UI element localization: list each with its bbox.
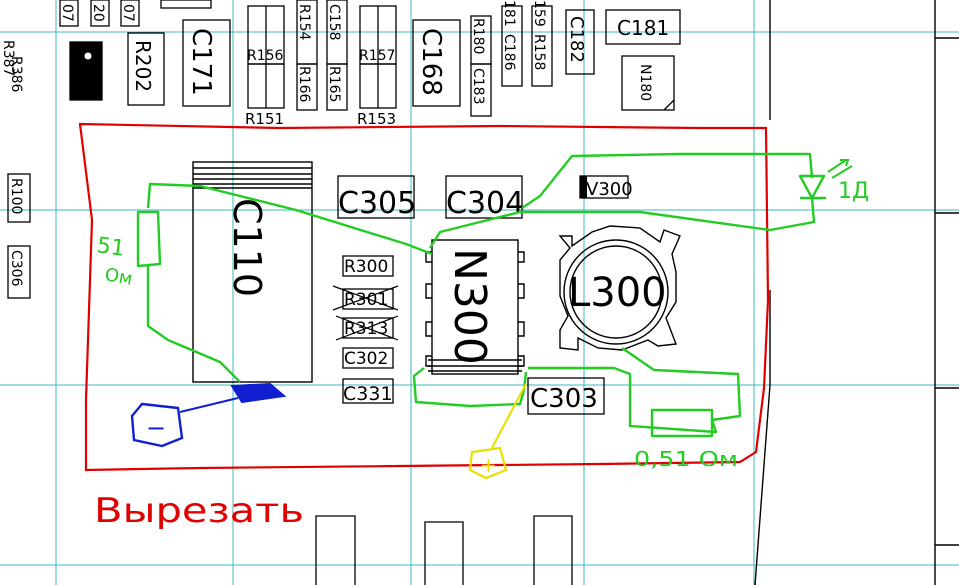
label-r154: R154 [296,4,312,41]
label-n180: N180 [637,64,653,101]
negative-lead [130,382,287,448]
green-wires [136,152,826,438]
label-c181: C181 [617,16,669,40]
label-r153: R153 [357,110,396,128]
label-r165: R165 [326,66,342,102]
label-c183: C183 [470,68,486,105]
label-c186: C186 [501,34,517,71]
label-c158: C158 [326,4,342,41]
resistor-right-value: 0,51 Ом [634,447,738,471]
label-n300: N300 [444,248,495,365]
led-arrows [827,159,853,179]
label-r180: R180 [470,18,486,54]
label-159: 159 [531,0,547,27]
label-r156: R156 [247,48,284,64]
label-c110: C110 [225,198,269,297]
label-r100: R100 [8,178,24,214]
label-r157: R157 [359,48,395,64]
label-c171: C171 [186,28,216,96]
top-labels: 07 20 07 R202 C171 R156 R154 C158 R157 C… [0,0,669,128]
cut-out-outline [78,122,770,472]
label-r386: R386 [8,56,24,93]
label-181: 181 [501,0,517,27]
crossed-out-marks [332,285,399,341]
label-c303: C303 [530,384,598,414]
positive-lead [468,383,527,480]
middle-components [337,175,629,415]
label-c305: C305 [338,186,416,221]
bottom-pads [315,515,573,585]
label-v300: V300 [586,179,633,200]
label-c182: C182 [566,16,587,63]
label-20: 20 [90,4,106,22]
n-top-left-body [70,42,102,100]
positive-label: + [480,453,497,477]
label-07a: 07 [59,4,75,22]
label-c331: C331 [343,383,393,405]
label-c168: C168 [416,28,446,96]
l300-inductor [558,225,681,351]
resistor-left-unit: Ом [103,264,134,289]
label-r300: R300 [344,257,388,277]
label-r158: R158 [531,34,547,70]
label-r166: R166 [296,66,312,103]
cut-out-label: Вырезать [94,491,304,531]
label-c304: C304 [446,186,524,221]
label-r202: R202 [131,40,155,92]
left-components [7,173,31,299]
label-r387: R387 [0,40,16,76]
label-c306: C306 [8,250,24,287]
label-c302: C302 [344,349,388,369]
led-label: 1Д [838,179,869,204]
label-07b: 07 [120,4,136,22]
label-r151: R151 [245,110,284,128]
n300-chip [425,239,525,375]
v300-band [580,176,587,198]
negative-label: − [146,414,166,442]
label-r301: R301 [344,290,388,310]
n-top-left-pin1 [83,51,93,61]
resistor-left-value: 51 [95,233,126,262]
label-l300: L300 [568,270,667,316]
board-edge [754,0,959,585]
